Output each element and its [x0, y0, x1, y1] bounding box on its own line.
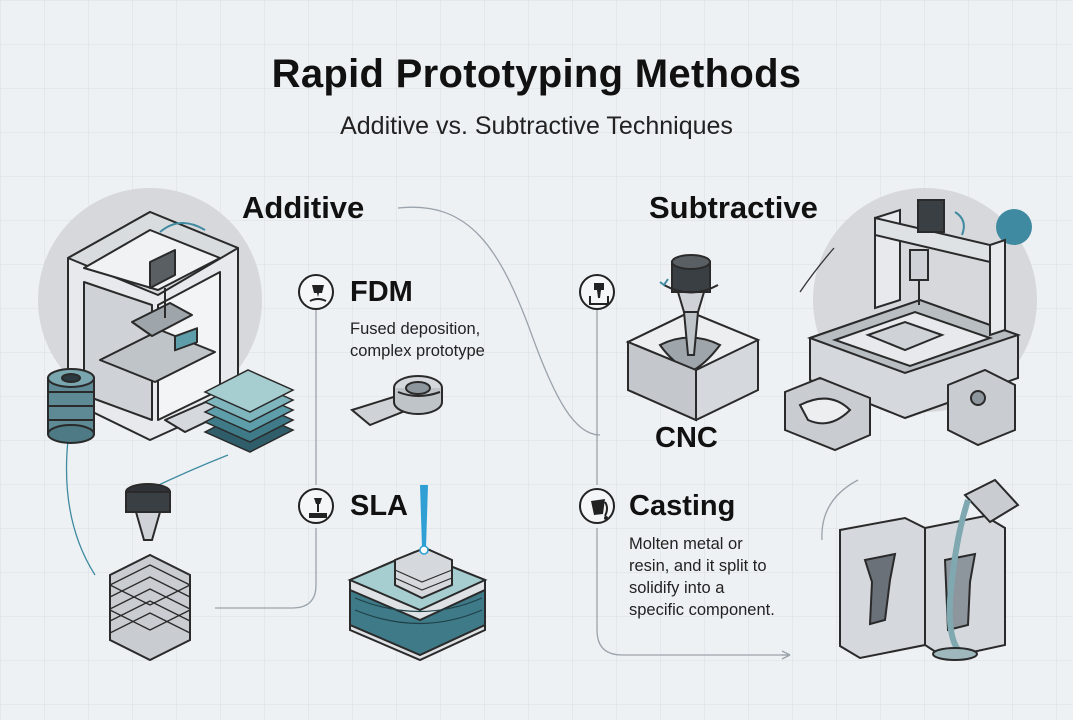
stacked-layers-illustration [203, 369, 295, 453]
casting-mold-illustration [839, 478, 1020, 661]
connector-lines [65, 206, 859, 660]
fdm-description-line: complex prototype [350, 342, 485, 360]
cnc-tool-illustration [625, 254, 761, 422]
subtractive-heading: Subtractive [649, 190, 818, 225]
connector-subtractive-to-mold [821, 479, 859, 541]
casting-bucket-icon [579, 488, 615, 524]
arrow-head-casting [781, 650, 791, 660]
filament-spools-illustration [47, 368, 95, 444]
page-title: Rapid Prototyping Methods [271, 52, 802, 96]
fdm-description-line: Fused deposition, [350, 320, 481, 338]
cnc-drill-icon [579, 274, 615, 310]
sla-vat-illustration [347, 485, 488, 662]
casting-description-line: solidify into a [629, 579, 725, 597]
connector-casting-to-mold [596, 528, 790, 656]
connector-spools-to-extruder [65, 439, 96, 576]
extruder-printed-part-illustration [109, 483, 191, 662]
fdm-part-illustration [349, 375, 443, 427]
casting-label: Casting [629, 490, 736, 522]
fdm-nozzle-icon [298, 274, 334, 310]
casting-description: Molten metal or resin, and it split to s… [629, 533, 775, 621]
casting-description-line: resin, and it split to [629, 557, 767, 575]
cnc-label: CNC [655, 422, 718, 454]
connector-sla-to-output [215, 528, 317, 609]
fdm-description: Fused deposition, complex prototype [350, 318, 485, 362]
machined-parts-illustration [784, 368, 1016, 452]
sla-label: SLA [350, 490, 408, 522]
casting-description-line: specific component. [629, 601, 775, 619]
page-subtitle: Additive vs. Subtractive Techniques [340, 112, 733, 140]
casting-description-line: Molten metal or [629, 535, 743, 553]
3d-printer-illustration [67, 211, 239, 441]
connector-additive-to-cnc [397, 206, 601, 436]
accent-dot [996, 209, 1032, 245]
fdm-label: FDM [350, 276, 413, 308]
connector-cnc-accent [799, 247, 835, 293]
sla-laser-icon [298, 488, 334, 524]
additive-heading: Additive [242, 190, 365, 225]
